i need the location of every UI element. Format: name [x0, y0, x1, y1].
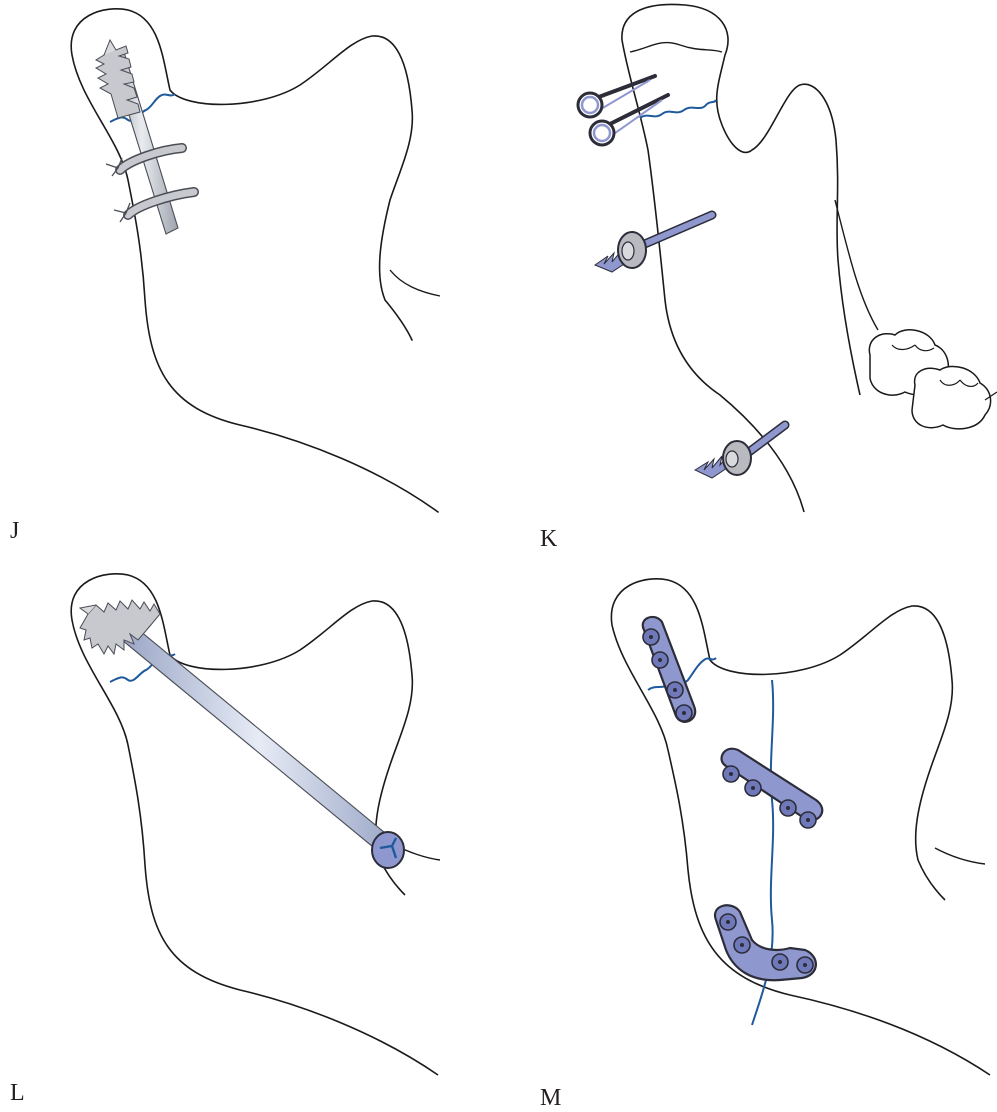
- screw-hole: [800, 812, 816, 828]
- mandible-outline-k: [622, 4, 860, 512]
- screw-hole: [780, 800, 796, 816]
- screw-hole: [772, 954, 788, 970]
- panel-label-j: J: [10, 518, 19, 545]
- screw-hole: [652, 652, 668, 668]
- washer-screw-upper-k: [595, 215, 712, 272]
- screw-hole: [734, 937, 750, 953]
- screw-hole: [667, 682, 683, 698]
- long-lag-screw-l: [80, 600, 404, 868]
- ramus-inner-line-k: [835, 200, 878, 330]
- mandible-outline-l: [71, 574, 438, 1075]
- miniplate-angle-m: [715, 905, 816, 980]
- condyle-top-k: [630, 43, 722, 52]
- screw-hole: [643, 629, 659, 645]
- pin-upper-k: [578, 76, 655, 117]
- ramus-inner-line-j: [390, 270, 440, 296]
- panel-l: [71, 574, 440, 1075]
- screw-hole: [745, 780, 761, 796]
- panel-label-k: K: [540, 526, 557, 553]
- washer-screw-lower-k: [695, 425, 785, 478]
- screw-hole: [723, 766, 739, 782]
- panel-label-l: L: [10, 1080, 25, 1107]
- panel-j: [71, 9, 440, 512]
- panel-label-m: M: [540, 1085, 561, 1112]
- wire-loop-lower-j: [114, 192, 194, 222]
- screw-hole: [720, 914, 736, 930]
- tooth-lower-k: [912, 366, 997, 428]
- ramus-inner-line-m: [935, 848, 985, 864]
- screw-hole: [676, 705, 692, 721]
- screw-hole: [797, 957, 813, 973]
- panel-m: [611, 579, 990, 1075]
- panel-k: [578, 4, 997, 512]
